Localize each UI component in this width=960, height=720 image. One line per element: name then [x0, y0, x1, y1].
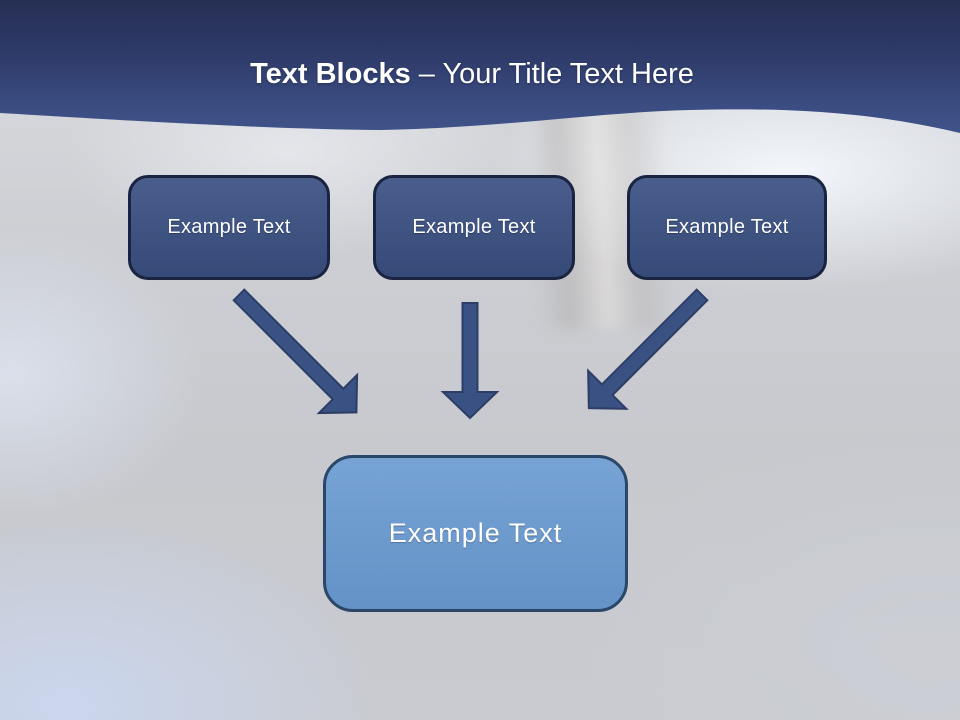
slide-title: Text Blocks – Your Title Text Here [0, 57, 952, 91]
title-subtitle-text: Your Title Text Here [442, 58, 694, 90]
target-block: Example Text [323, 455, 628, 612]
source-block-3: Example Text [627, 175, 827, 280]
header-wave-shape [0, 0, 960, 133]
header-band [0, 0, 960, 133]
source-block-label: Example Text [412, 216, 536, 238]
title-separator: – [410, 58, 443, 90]
source-block-2: Example Text [373, 175, 575, 280]
title-bold-text: Text Blocks [250, 58, 411, 90]
arrow-down-left [587, 288, 709, 410]
source-block-label: Example Text [167, 216, 291, 238]
arrow-down-right [232, 288, 359, 415]
arrow-down [440, 302, 500, 420]
source-block-1: Example Text [128, 175, 330, 280]
source-block-label: Example Text [665, 216, 789, 238]
target-block-label: Example Text [388, 518, 563, 548]
